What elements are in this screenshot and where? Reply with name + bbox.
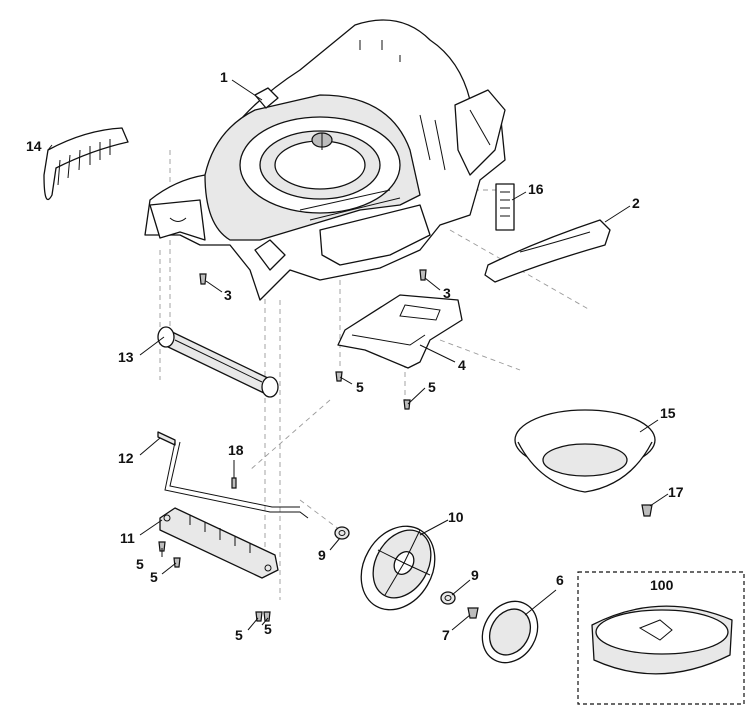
part-rear-flap-strip bbox=[43, 127, 129, 201]
part-label-sticker bbox=[495, 183, 515, 231]
part-grass-bowl bbox=[514, 409, 656, 493]
part-deflector-plate bbox=[337, 294, 463, 369]
callout-3-right: 3 bbox=[443, 285, 451, 301]
callout-17: 17 bbox=[668, 484, 684, 500]
part-bushing-a bbox=[334, 526, 350, 540]
part-hub-cap bbox=[481, 600, 539, 664]
part-grip-cover bbox=[484, 219, 611, 283]
callout-14: 14 bbox=[26, 138, 42, 154]
callout-5-bottom-right: 5 bbox=[264, 621, 272, 637]
part-wheel bbox=[360, 525, 436, 611]
callout-100: 100 bbox=[650, 577, 674, 593]
callout-7: 7 bbox=[442, 627, 450, 643]
callout-5-deck-right: 5 bbox=[428, 379, 436, 395]
callout-labels: 1 2 3 3 4 5 5 5 5 5 5 6 7 9 9 10 11 12 1… bbox=[26, 69, 684, 643]
callout-4: 4 bbox=[458, 357, 466, 373]
callout-5-deck-left: 5 bbox=[356, 379, 364, 395]
screws-5 bbox=[158, 371, 411, 622]
part-bowl-screw bbox=[641, 504, 653, 517]
part-small-pin bbox=[231, 477, 237, 489]
callout-2: 2 bbox=[632, 195, 640, 211]
callout-13: 13 bbox=[118, 349, 134, 365]
callout-5-bracket-top: 5 bbox=[136, 556, 144, 572]
callout-3-left: 3 bbox=[224, 287, 232, 303]
callout-5-bottom-left: 5 bbox=[235, 627, 243, 643]
callout-12: 12 bbox=[118, 450, 134, 466]
callout-6: 6 bbox=[556, 572, 564, 588]
callout-1: 1 bbox=[220, 69, 228, 85]
part-wheel-screw bbox=[467, 607, 479, 619]
callout-9-right: 9 bbox=[471, 567, 479, 583]
kit-100-box bbox=[577, 571, 745, 705]
part-axle-rod bbox=[157, 431, 309, 519]
callout-16: 16 bbox=[528, 181, 544, 197]
part-rear-roller bbox=[157, 326, 279, 398]
callout-9-left: 9 bbox=[318, 547, 326, 563]
callout-10: 10 bbox=[448, 509, 464, 525]
callout-11: 11 bbox=[120, 530, 135, 546]
callout-15: 15 bbox=[660, 405, 676, 421]
callout-5-bracket-mid: 5 bbox=[150, 569, 158, 585]
callout-18: 18 bbox=[228, 442, 244, 458]
part-bushing-b bbox=[440, 591, 456, 605]
part-height-adjuster bbox=[159, 507, 279, 579]
leader-lines bbox=[47, 79, 669, 631]
screws-3 bbox=[199, 269, 427, 285]
part-deck-housing bbox=[144, 19, 506, 301]
